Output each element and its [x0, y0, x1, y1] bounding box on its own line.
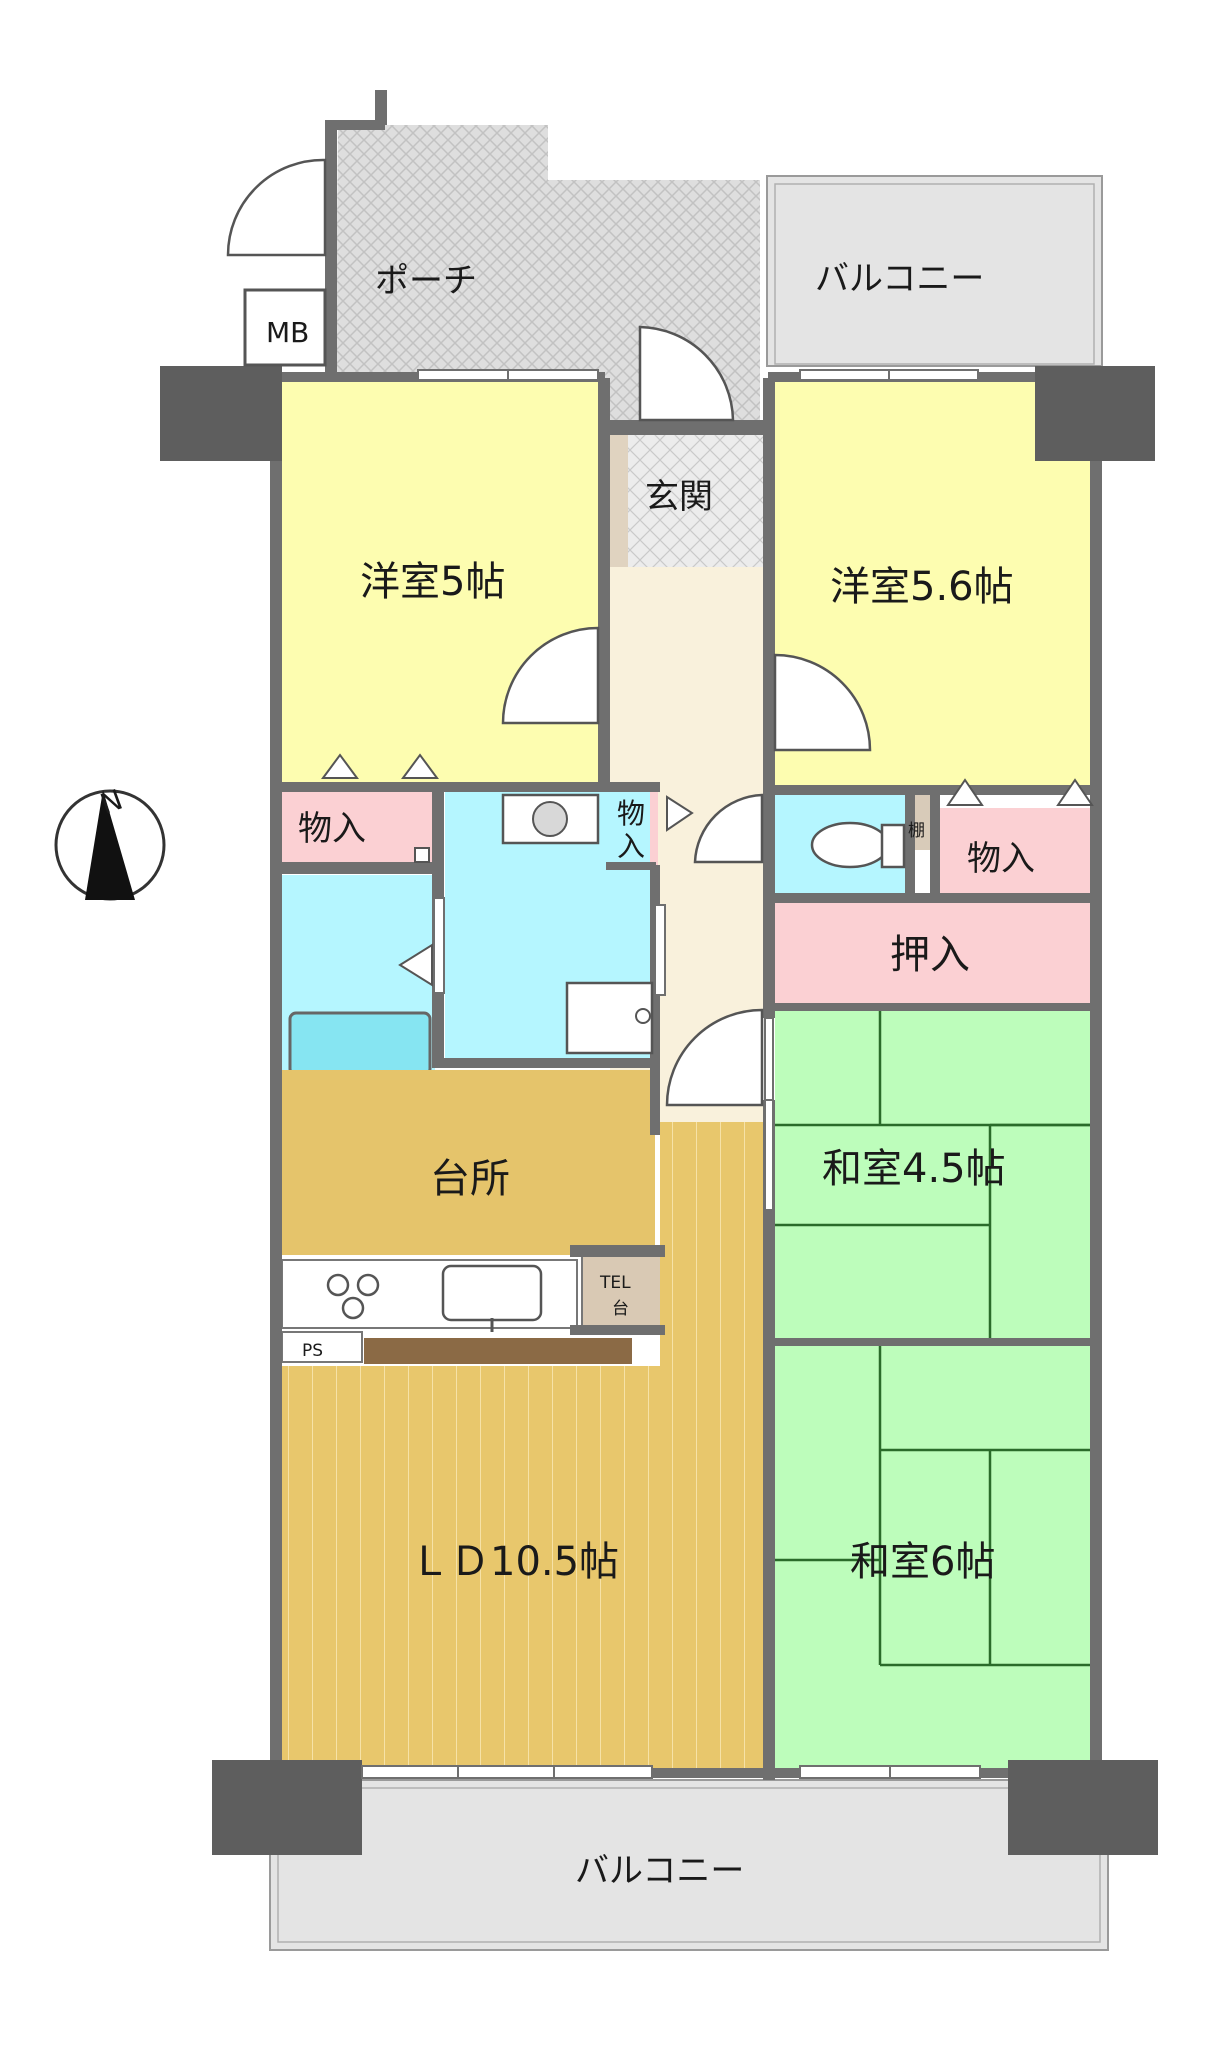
- closet-oshiire: [775, 903, 1092, 1003]
- label-ld: ＬＤ10.5帖: [410, 1539, 619, 1585]
- label-mb: MB: [266, 316, 309, 349]
- balcony-top: [766, 175, 1103, 367]
- storage-right: [940, 808, 1092, 896]
- label-tel-a: TEL: [599, 1273, 631, 1293]
- room-japanese-lower: [775, 1345, 1092, 1770]
- label-genkan: 玄関: [645, 477, 713, 517]
- label-tel-b: 台: [612, 1299, 629, 1319]
- label-ps: PS: [302, 1341, 323, 1361]
- columns: [160, 366, 1158, 1855]
- north-compass: [54, 789, 166, 901]
- bathroom: [280, 875, 435, 1080]
- label-storage-mid-a: 物: [617, 797, 645, 830]
- kitchen-area: [280, 1070, 655, 1255]
- doors: [226, 158, 1094, 1107]
- label-closet: 押入: [890, 932, 970, 978]
- label-shelf: 棚: [908, 821, 925, 841]
- windows: [361, 369, 981, 1779]
- balcony-bottom: [269, 1779, 1109, 1951]
- label-japanese-lower: 和室6帖: [850, 1539, 995, 1585]
- living-dining: [280, 1122, 765, 1771]
- storage-left: [280, 790, 432, 865]
- label-japanese-upper: 和室4.5帖: [822, 1146, 1006, 1192]
- label-western-right: 洋室5.6帖: [830, 564, 1014, 610]
- label-balcony-top: バルコニー: [815, 259, 984, 299]
- label-kitchen: 台所: [430, 1156, 510, 1202]
- entrance-genkan: [610, 435, 763, 567]
- mb-box: [243, 288, 327, 367]
- label-western-left: 洋室5帖: [360, 559, 505, 605]
- label-porch: ポーチ: [375, 261, 477, 301]
- room-japanese-upper: [775, 1010, 1092, 1340]
- label-storage-left: 物入: [298, 809, 366, 849]
- label-balcony-bottom: バルコニー: [575, 1851, 744, 1891]
- label-storage-mid-b: 入: [617, 830, 645, 863]
- fixtures: [326, 793, 906, 1332]
- label-storage-right: 物入: [967, 839, 1035, 879]
